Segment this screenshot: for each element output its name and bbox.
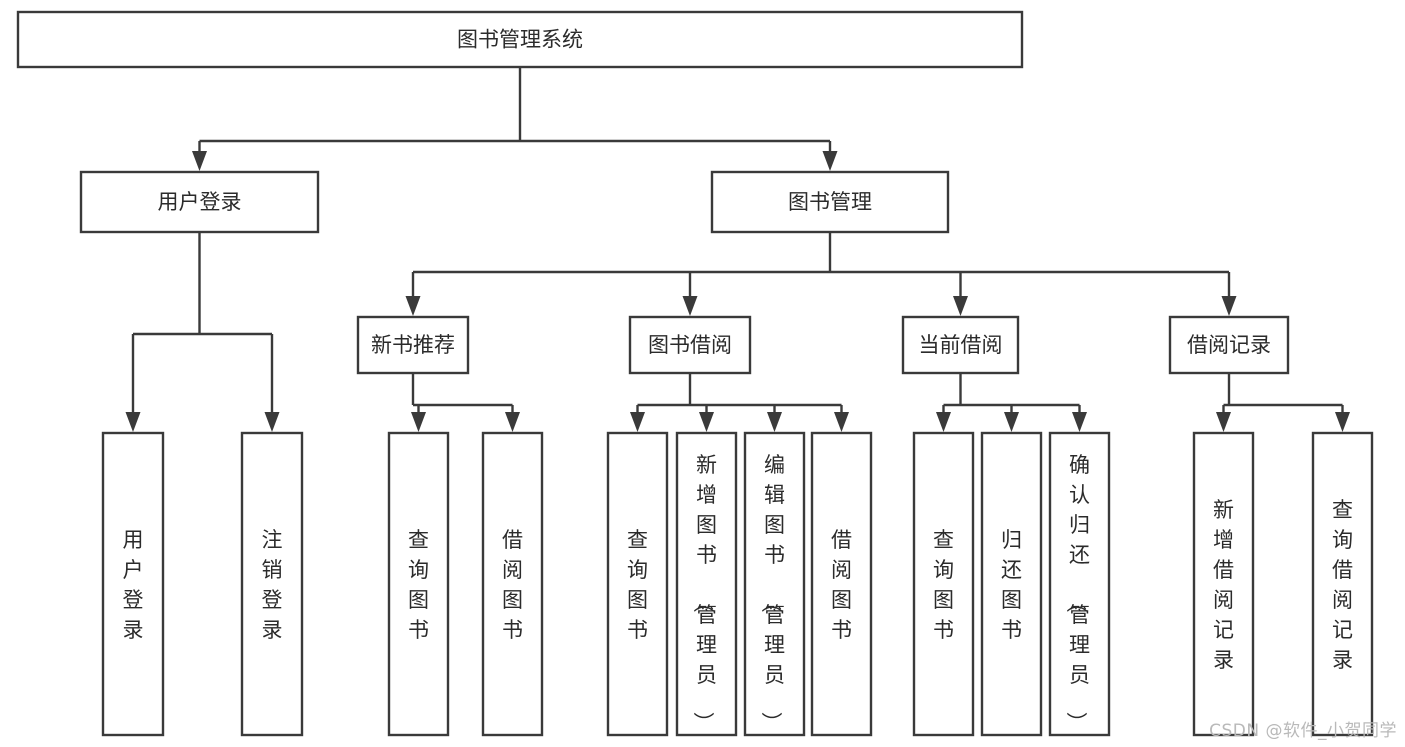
leaf-node-box[interactable] <box>481 431 544 737</box>
level2-node-box[interactable] <box>710 170 950 234</box>
leaf-node-label: 借阅图书 <box>831 528 852 642</box>
leaf-node-box[interactable] <box>1311 431 1374 737</box>
node-new-book-recommend[interactable]: 新书推荐 <box>356 315 470 375</box>
node-leaf-return-book[interactable]: 归还图书 <box>980 431 1043 737</box>
node-leaf-borrow-book-nbr[interactable]: 借阅图书 <box>481 431 544 737</box>
arrow-head-icon <box>192 151 207 171</box>
node-layer: 图书管理系统用户登录图书管理新书推荐图书借阅当前借阅借阅记录用户登录注销登录查询… <box>16 10 1374 737</box>
leaf-node-label: 编辑图书（管理员） <box>759 453 785 733</box>
connector-edge-root-to-level2 <box>192 67 838 171</box>
arrow-head-icon <box>767 412 782 432</box>
watermark-text: CSDN @软件_小贺同学 <box>1209 721 1397 741</box>
arrow-head-icon <box>822 151 838 171</box>
node-leaf-user-login[interactable]: 用户登录 <box>101 431 165 737</box>
arrow-head-icon <box>264 412 280 432</box>
leaf-node-box[interactable] <box>240 431 304 737</box>
node-leaf-query-record[interactable]: 查询借阅记录 <box>1311 431 1374 737</box>
level3-node-box[interactable] <box>356 315 470 375</box>
level3-node-box[interactable] <box>901 315 1020 375</box>
connector-edge-userlogin-to-leaves <box>125 232 280 432</box>
node-root[interactable]: 图书管理系统 <box>16 10 1024 69</box>
leaf-node-label: 新增图书（管理员） <box>691 453 717 733</box>
leaf-node-box[interactable] <box>912 431 975 737</box>
arrow-head-icon <box>834 412 849 432</box>
connector-edge-br-to-leaves <box>1216 373 1350 432</box>
arrow-head-icon <box>936 412 951 432</box>
leaf-node-box[interactable] <box>1192 431 1255 737</box>
leaf-node-box[interactable] <box>675 431 738 737</box>
leaf-node-label: 归还图书 <box>1001 528 1022 642</box>
arrow-head-icon <box>1335 412 1350 432</box>
node-book-borrow[interactable]: 图书借阅 <box>628 315 752 375</box>
node-leaf-confirm-return[interactable]: 确认归还（管理员） <box>1048 431 1111 737</box>
node-leaf-query-book-nbr[interactable]: 查询图书 <box>387 431 450 737</box>
node-leaf-edit-book[interactable]: 编辑图书（管理员） <box>743 431 806 737</box>
root-node-box[interactable] <box>16 10 1024 69</box>
level2-node-label: 图书管理 <box>788 190 872 214</box>
node-leaf-borrow-book-bb[interactable]: 借阅图书 <box>810 431 873 737</box>
leaf-node-box[interactable] <box>101 431 165 737</box>
leaf-node-box[interactable] <box>743 431 806 737</box>
leaf-node-label: 查询图书 <box>408 528 429 642</box>
level3-node-label: 当前借阅 <box>919 333 1003 357</box>
node-leaf-add-book[interactable]: 新增图书（管理员） <box>675 431 738 737</box>
connector-edge-bookmanage-to-level3 <box>405 232 1237 316</box>
leaf-node-label: 用户登录 <box>123 528 144 642</box>
leaf-node-label: 借阅图书 <box>502 528 523 642</box>
leaf-node-box[interactable] <box>606 431 669 737</box>
level3-node-box[interactable] <box>628 315 752 375</box>
node-leaf-query-book-cb[interactable]: 查询图书 <box>912 431 975 737</box>
node-current-borrow[interactable]: 当前借阅 <box>901 315 1020 375</box>
level3-node-label: 图书借阅 <box>648 333 732 357</box>
node-user-login[interactable]: 用户登录 <box>79 170 320 234</box>
leaf-node-box[interactable] <box>810 431 873 737</box>
arrow-head-icon <box>682 296 698 316</box>
node-leaf-add-record[interactable]: 新增借阅记录 <box>1192 431 1255 737</box>
leaf-node-label: 新增借阅记录 <box>1213 498 1234 672</box>
arrow-head-icon <box>505 412 520 432</box>
node-book-manage[interactable]: 图书管理 <box>710 170 950 234</box>
arrow-head-icon <box>125 412 141 432</box>
arrow-head-icon <box>405 296 421 316</box>
level3-node-label: 新书推荐 <box>371 333 455 357</box>
arrow-head-icon <box>1221 296 1237 316</box>
connector-edge-nbr-to-leaves <box>411 373 520 432</box>
leaf-node-box[interactable] <box>1048 431 1111 737</box>
level2-node-label: 用户登录 <box>158 190 242 214</box>
arrow-head-icon <box>1072 412 1087 432</box>
leaf-node-box[interactable] <box>387 431 450 737</box>
leaf-node-label: 查询图书 <box>627 528 648 642</box>
leaf-node-box[interactable] <box>980 431 1043 737</box>
leaf-node-label: 确认归还（管理员） <box>1064 453 1090 733</box>
node-leaf-query-book-bb[interactable]: 查询图书 <box>606 431 669 737</box>
node-leaf-user-logout[interactable]: 注销登录 <box>240 431 304 737</box>
connector-edge-bb-to-leaves <box>630 373 849 432</box>
arrow-head-icon <box>1216 412 1231 432</box>
leaf-node-label: 查询借阅记录 <box>1332 498 1353 672</box>
level3-node-label: 借阅记录 <box>1187 333 1271 357</box>
root-node-label: 图书管理系统 <box>457 28 583 52</box>
arrow-head-icon <box>953 296 968 316</box>
arrow-head-icon <box>630 412 645 432</box>
connector-layer <box>125 67 1350 432</box>
level3-node-box[interactable] <box>1168 315 1290 375</box>
arrow-head-icon <box>1004 412 1019 432</box>
level2-node-box[interactable] <box>79 170 320 234</box>
arrow-head-icon <box>699 412 714 432</box>
connector-edge-cb-to-leaves <box>936 373 1087 432</box>
leaf-node-label: 查询图书 <box>933 528 954 642</box>
node-borrow-record[interactable]: 借阅记录 <box>1168 315 1290 375</box>
arrow-head-icon <box>411 412 426 432</box>
leaf-node-label: 注销登录 <box>262 528 283 642</box>
